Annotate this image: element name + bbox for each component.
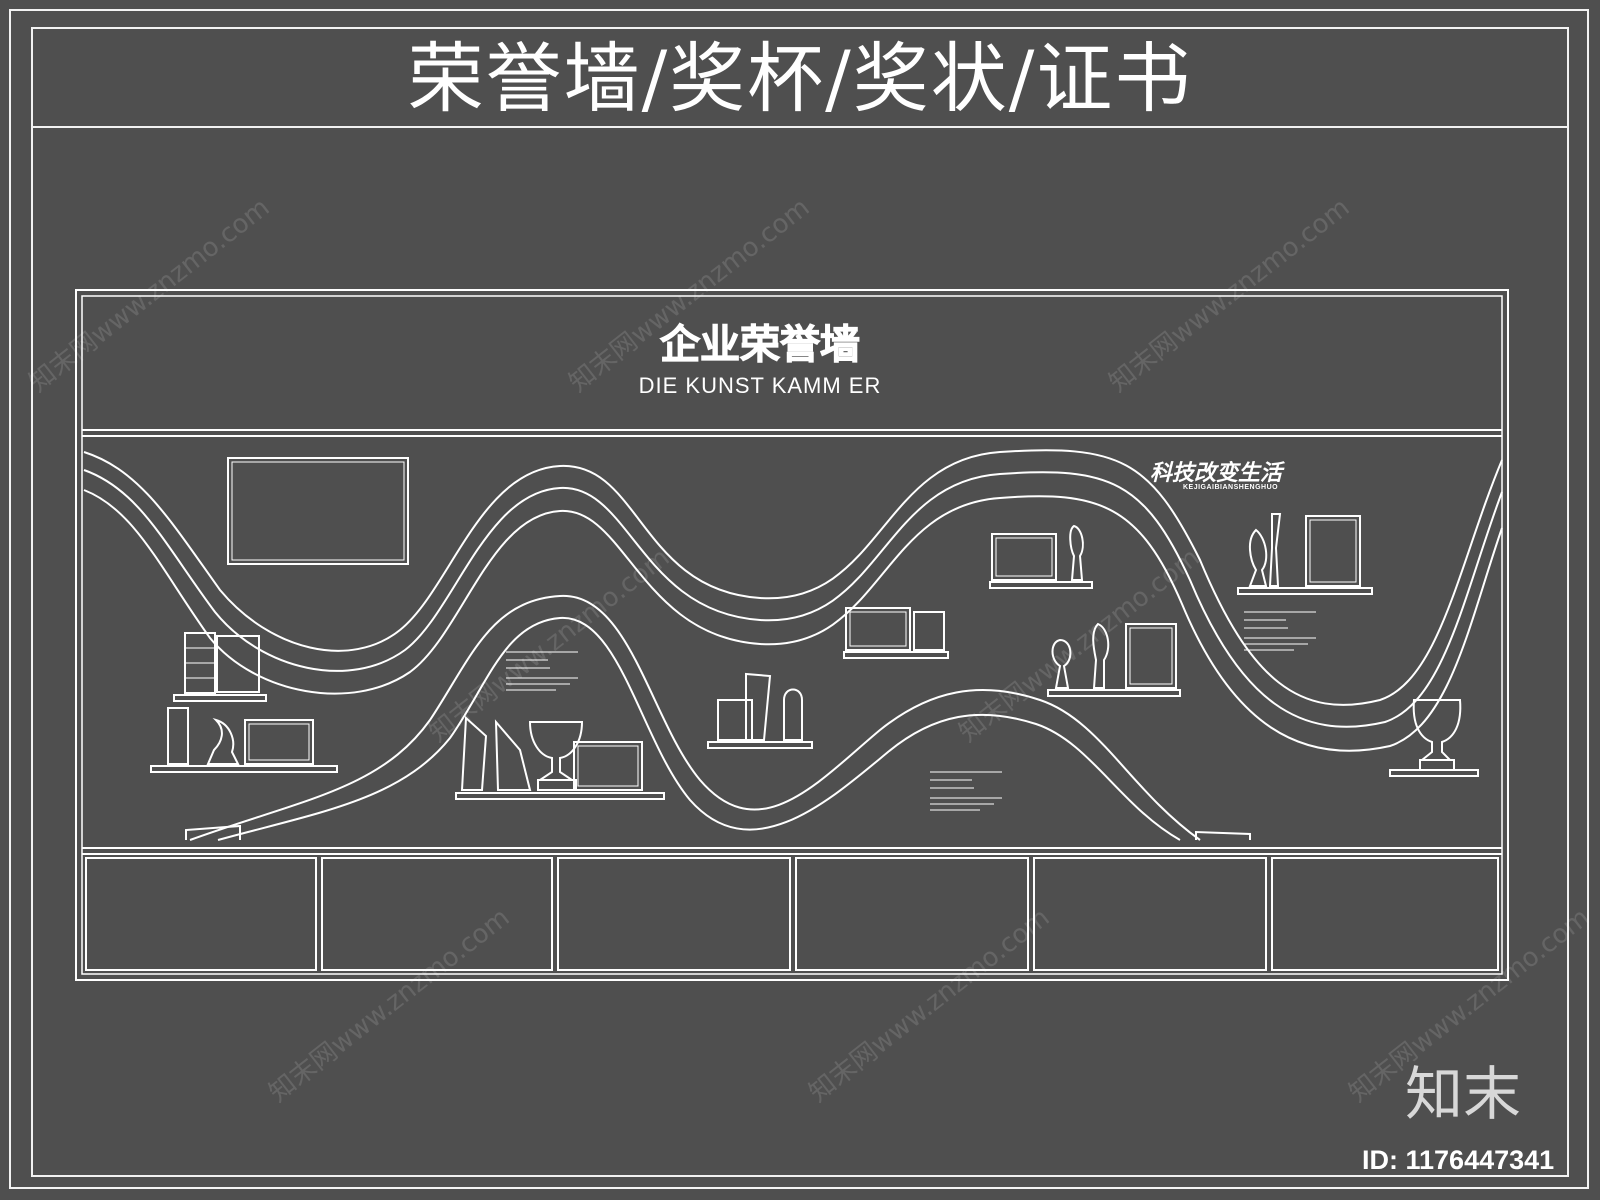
certificate-frame-icon [216,635,260,693]
caption-block [1244,611,1316,651]
certificate-frame-icon [845,607,911,651]
display-screen-inner [231,461,405,561]
wall-subheading: DIE KUNST KAMM ER [638,373,882,398]
shelf-group-right-middle [1047,622,1181,697]
shelf-group-upper-right [989,524,1093,589]
plaque-icon [913,611,945,651]
figure-award-icon [1092,622,1110,689]
shelf [1237,587,1373,595]
wall-inner-outline [81,295,1503,975]
torch-award-icon [1268,513,1282,587]
shelf [843,651,949,659]
shelf [707,741,813,749]
figure-award-icon [1069,524,1084,581]
shelf-group-far-right [1389,699,1479,777]
slogan-text: 科技改变生活 [1150,461,1283,486]
watermark-id: ID: 1176447341 [1362,1145,1555,1175]
cabinet-door [85,857,317,971]
sculpture-award-icon [206,717,240,765]
certificate-frame-icon [573,741,643,791]
cabinet-doors [85,857,1499,971]
trophy-column-icon [783,688,803,741]
trophy-cup-icon [1412,699,1462,761]
shelf [455,792,665,800]
shelf-group-left [150,632,338,773]
slogan-subtext: KEJIGAIBIANSHENGHUO [1183,484,1279,491]
watermark-brand: 知末 [1405,1060,1522,1128]
crystal-award-icon [745,672,772,741]
title-divider [31,126,1569,128]
drawing-inner-border [31,27,1569,1177]
drawing-outer-border [9,9,1589,1189]
shelf [150,765,338,773]
shelf [989,581,1093,589]
certificate-frame-icon [1125,623,1177,689]
caption-block [930,771,1002,811]
shelf-group-center-right [843,607,949,659]
display-screen [227,457,409,565]
shelf [173,694,267,702]
shelf-group-center [707,672,813,749]
shelf-group-right-upper [1237,513,1373,595]
shelf [1047,689,1181,697]
cabinet-door [557,857,791,971]
wall-outline [75,289,1509,981]
certificate-frame-icon [244,719,314,765]
shelf-group-center-left [455,715,665,800]
crystal-award-icon [460,715,488,791]
cabinet-door [795,857,1029,971]
cabinet-door [1033,857,1267,971]
tree-award-icon [1051,638,1072,689]
wave-band-lower [185,594,1251,841]
wave-band-upper [83,449,1503,752]
certificate-frame-icon [991,533,1057,581]
cabinet-door [1271,857,1499,971]
crystal-award-icon [494,719,532,791]
figure-award-icon [1248,528,1268,587]
certificate-frame-icon [1305,515,1361,587]
cabinet-door [321,857,553,971]
plaque-icon [167,707,189,765]
wall-heading: 企业荣誉墙 [660,322,861,369]
certificate-frame-icon [717,699,753,741]
caption-block [506,651,578,691]
drawing-title: 荣誉墙/奖杯/奖状/证书 [407,34,1193,123]
